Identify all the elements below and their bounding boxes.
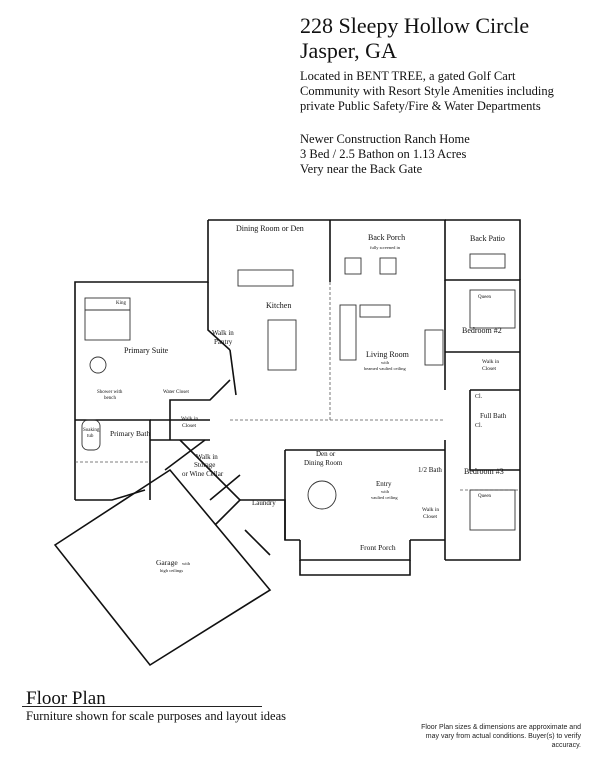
label-primary-bath: Primary Bath xyxy=(110,429,150,438)
label-half-bath: 1/2 Bath xyxy=(418,466,442,474)
floor-plan-rule xyxy=(22,706,262,707)
feature-line-1: Newer Construction Ranch Home xyxy=(300,132,470,146)
label-water-closet: Water Closet xyxy=(163,390,189,395)
label-walk-in-closet-b2-2: Closet xyxy=(482,366,497,372)
description-line-3: private Public Safety/Fire & Water Depar… xyxy=(300,99,541,113)
label-shower-1: Shower with xyxy=(97,390,123,395)
label-walk-in-closet-p-1: Walk in xyxy=(181,416,198,422)
den-table-icon xyxy=(307,480,337,510)
label-den-1: Den or xyxy=(316,450,336,458)
label-walk-in-storage-2: Storage xyxy=(194,461,215,469)
label-laundry: Laundry xyxy=(252,499,276,507)
label-primary-suite: Primary Suite xyxy=(124,346,169,355)
label-back-patio: Back Patio xyxy=(470,234,505,243)
label-back-porch-note: fully screened in xyxy=(370,245,401,250)
label-cl-b: Cl. xyxy=(475,423,483,429)
label-shower-2: bench xyxy=(104,396,116,401)
label-king: King xyxy=(116,301,127,306)
label-cl-a: Cl. xyxy=(475,394,483,400)
label-garage-note-1: with xyxy=(182,561,191,566)
label-living-room: Living Room xyxy=(366,350,410,359)
label-soaking-tub-2: tub xyxy=(87,434,94,439)
fireplace-icon xyxy=(424,329,444,366)
label-entry-note-1: with xyxy=(381,489,390,494)
label-walk-in-storage-1: Walk in xyxy=(196,453,218,461)
kitchen-island-icon xyxy=(267,319,297,371)
soaking-tub-icon xyxy=(81,419,101,451)
label-queen-2: Queen xyxy=(478,295,492,300)
feature-line-2: 3 Bed / 2.5 Bathon on 1.13 Acres xyxy=(300,147,467,161)
floor-plan-subtitle: Furniture shown for scale purposes and l… xyxy=(26,709,287,723)
label-walk-in-pantry-1: Walk in xyxy=(212,329,234,337)
description-line-2: Community with Resort Style Amenities in… xyxy=(300,84,554,98)
label-front-porch: Front Porch xyxy=(360,543,396,552)
feature-line-3: Very near the Back Gate xyxy=(300,162,423,176)
label-queen-3: Queen xyxy=(478,494,492,499)
description-line-1: Located in BENT TREE, a gated Golf Cart xyxy=(300,69,516,83)
queen-bed-3-icon xyxy=(469,489,516,531)
patio-table-icon xyxy=(469,253,506,269)
label-walk-in-storage-3: or Wine Cellar xyxy=(182,470,224,478)
label-living-room-note-1: with xyxy=(381,360,390,365)
label-full-bath: Full Bath xyxy=(480,412,507,420)
king-bed-icon xyxy=(84,297,131,341)
label-soaking-tub-1: Soaking xyxy=(83,428,100,433)
label-walk-in-closet-b2-1: Walk in xyxy=(482,359,499,365)
label-walk-in-closet-p-2: Closet xyxy=(182,423,197,429)
room-labels: Dining Room or Den Back Porch fully scre… xyxy=(83,224,507,573)
dashed-boundaries xyxy=(75,282,520,491)
dining-table-icon xyxy=(237,269,294,287)
label-entry: Entry xyxy=(376,480,392,488)
furniture xyxy=(81,253,516,531)
label-back-porch: Back Porch xyxy=(368,233,405,242)
label-bedroom-2: Bedroom #2 xyxy=(462,326,502,335)
label-garage: Garage xyxy=(156,558,178,567)
address-line-2: Jasper, GA xyxy=(300,38,397,63)
sofa-icon xyxy=(339,304,357,361)
exterior-walls xyxy=(53,219,521,667)
label-den-2: Dining Room xyxy=(304,459,343,467)
floor-plan-title: Floor Plan xyxy=(26,688,106,709)
address-line-1: 228 Sleepy Hollow Circle xyxy=(300,13,530,38)
queen-bed-2-icon xyxy=(469,289,516,329)
label-walk-in-closet-pw-2: Closet xyxy=(423,514,438,520)
label-walk-in-closet-pw-1: Walk in xyxy=(422,507,439,513)
label-living-room-note-2: beamed vaulted ceiling xyxy=(364,366,406,371)
label-entry-note-2: vaulted ceiling xyxy=(371,495,398,500)
label-walk-in-pantry-2: Pantry xyxy=(214,338,233,346)
label-bedroom-3: Bedroom #3 xyxy=(464,467,504,476)
disclaimer-text: Floor Plan sizes & dimensions are approx… xyxy=(421,724,581,749)
label-dining-top: Dining Room or Den xyxy=(236,224,304,233)
label-garage-note-2: high ceilings xyxy=(160,568,183,573)
label-kitchen: Kitchen xyxy=(266,301,291,310)
